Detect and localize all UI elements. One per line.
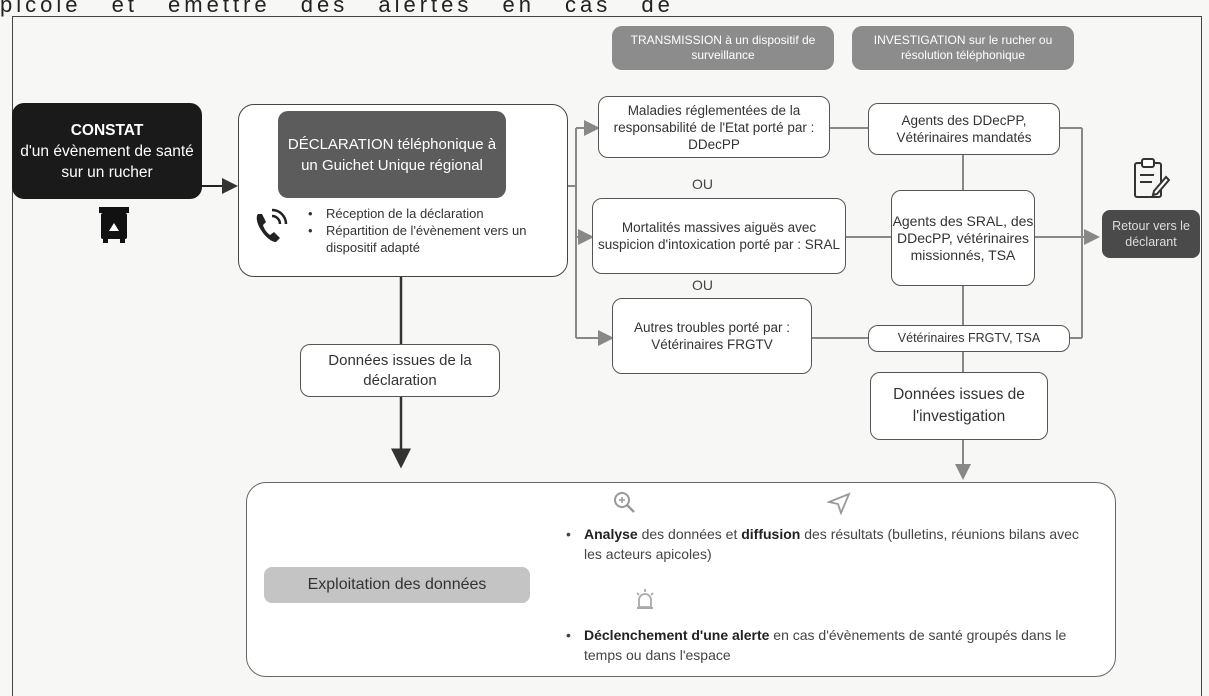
transmission-header: TRANSMISSION à un dispositif de surveill…	[612, 26, 834, 70]
phone-icon	[252, 208, 294, 248]
transmission-box-autres: Autres troubles porté par : Vétérinaires…	[612, 298, 812, 374]
exploitation-label: Exploitation des données	[264, 567, 530, 603]
exploitation-item-alerte: • Déclenchement d'une alerte en cas d'év…	[566, 627, 1067, 663]
declaration-title: DÉCLARATION téléphonique à un Guichet Un…	[278, 111, 506, 198]
bullet-item: Répartition de l'évènement vers un dispo…	[300, 222, 560, 256]
send-icon	[825, 491, 851, 516]
donnees-declaration-box: Données issues de la déclaration	[300, 344, 500, 397]
investigation-header: INVESTIGATION sur le rucher ou résolutio…	[852, 26, 1074, 70]
donnees-investigation-box: Données issues de l'investigation	[870, 372, 1048, 440]
search-icon	[613, 491, 637, 515]
analyse-word: Analyse	[584, 526, 638, 542]
constat-title: CONSTAT	[70, 121, 144, 139]
ou-label: OU	[692, 277, 713, 293]
alerte-word: Déclenchement d'une alerte	[584, 627, 770, 643]
constat-box: CONSTAT d'un évènement de santé sur un r…	[12, 103, 202, 199]
transmission-box-maladies: Maladies réglementées de la responsabili…	[598, 96, 830, 158]
investigation-box-frgtv: Vétérinaires FRGTV, TSA	[868, 325, 1070, 352]
bullet-item: Réception de la déclaration	[300, 205, 560, 222]
connector-lines	[202, 120, 1100, 480]
declaration-bullets: Réception de la déclaration Répartition …	[300, 205, 560, 256]
investigation-box-ddecpp: Agents des DDecPP, Vétérinaires mandatés	[868, 103, 1060, 155]
beehive-icon	[96, 205, 132, 243]
alarm-icon	[633, 587, 657, 611]
ou-label: OU	[692, 176, 713, 192]
retour-box: Retour vers le déclarant	[1102, 210, 1200, 258]
clipboard-icon	[1132, 157, 1171, 201]
constat-text: d'un évènement de santé sur un rucher	[20, 142, 194, 181]
diagram-frame	[12, 16, 1202, 696]
investigation-box-sral: Agents des SRAL, des DDecPP, vétérinaire…	[891, 190, 1035, 286]
exploitation-item-analyse: • Analyse des données et diffusion des r…	[566, 526, 1079, 562]
top-text-fragment: picole et émettre des alertes en cas de	[0, 0, 674, 17]
diffusion-word: diffusion	[741, 526, 801, 542]
transmission-box-mortalites: Mortalités massives aiguës avec suspicio…	[592, 198, 846, 274]
